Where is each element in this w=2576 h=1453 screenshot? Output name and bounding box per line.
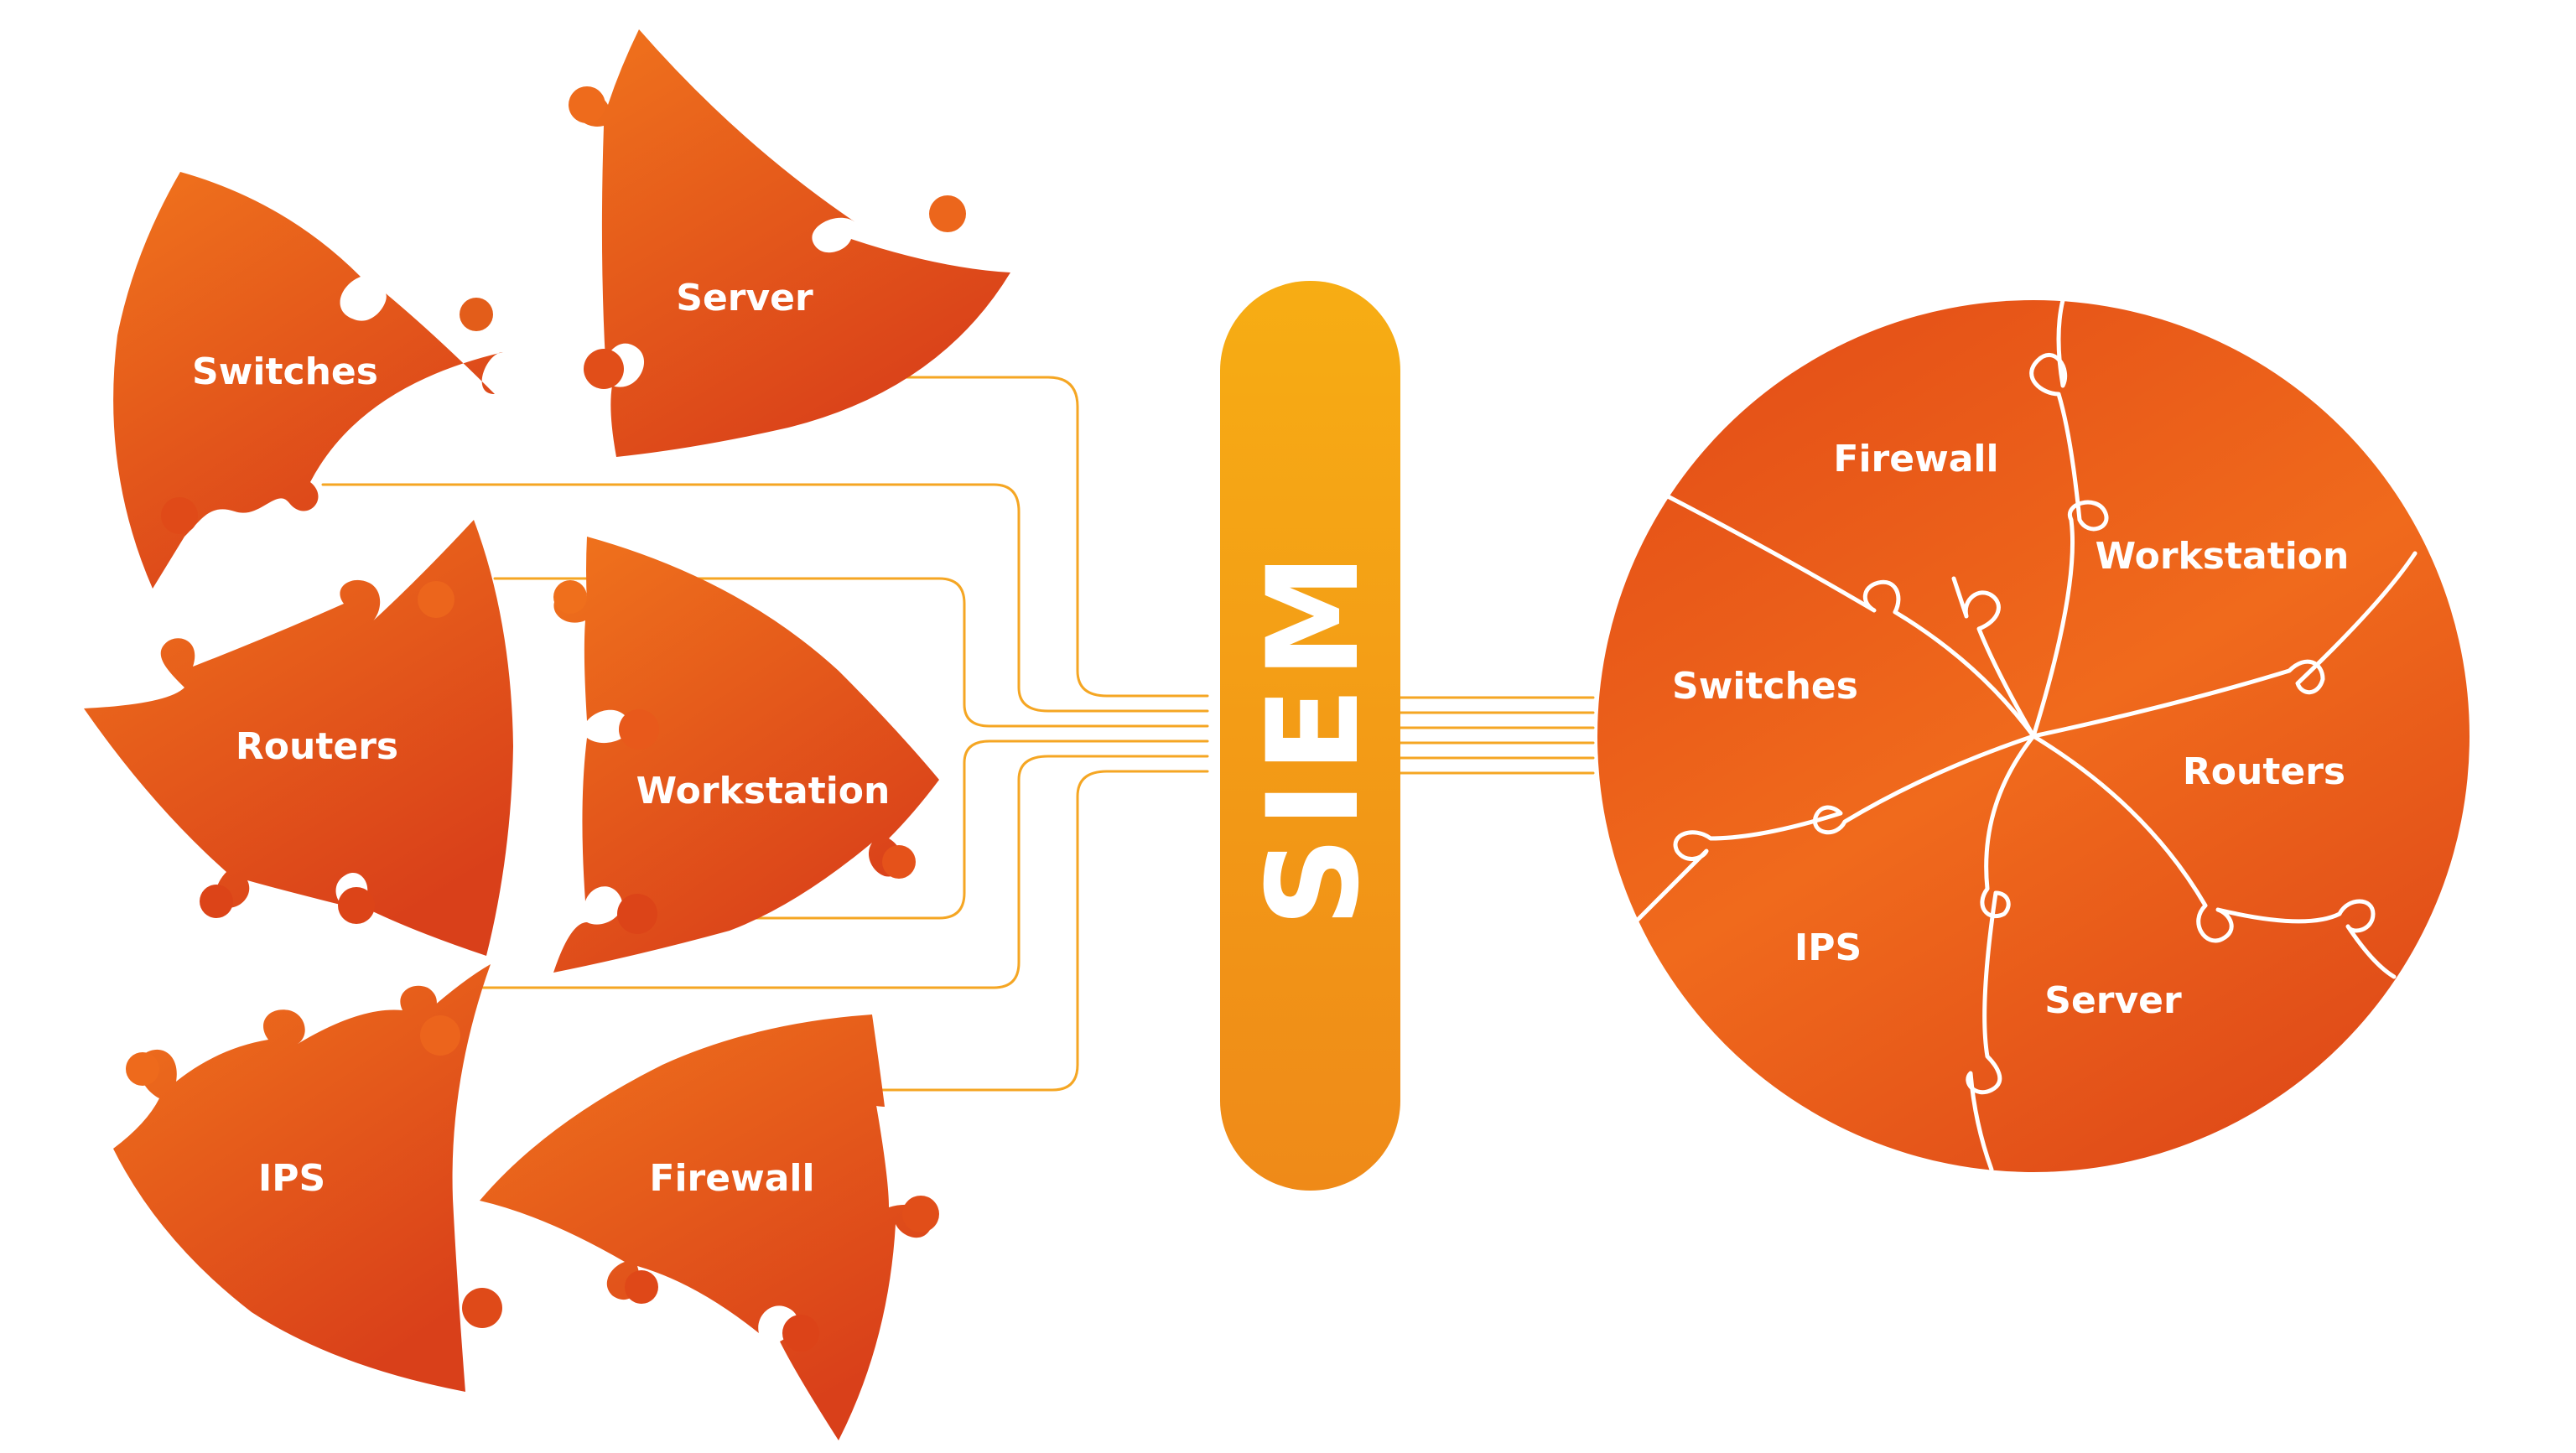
circle-firewall-label: Firewall xyxy=(1833,438,1998,480)
piece-workstation-label: Workstation xyxy=(636,770,891,812)
circle-switches-label: Switches xyxy=(1672,665,1858,708)
wire-routers xyxy=(493,577,1209,728)
siem-pill xyxy=(1220,281,1400,1191)
piece-switches: Switches xyxy=(113,172,503,589)
piece-ips-label: IPS xyxy=(258,1157,325,1200)
circle-routers-label: Routers xyxy=(2183,750,2345,793)
wire-server xyxy=(896,376,1209,698)
piece-routers-label: Routers xyxy=(236,725,398,768)
circle-seams xyxy=(1633,298,2418,1172)
piece-firewall: Firewall xyxy=(480,1015,939,1440)
circle-workstation-label: Workstation xyxy=(2096,535,2350,578)
wire-workstation xyxy=(711,739,1209,920)
wire-switches xyxy=(321,483,1209,713)
siem-label: SIEM xyxy=(1241,545,1387,927)
piece-workstation: Workstation xyxy=(553,537,939,973)
piece-server-label: Server xyxy=(676,277,813,319)
piece-firewall-label: Firewall xyxy=(649,1157,814,1200)
wire-firewall xyxy=(845,770,1209,1092)
piece-switches-label: Switches xyxy=(192,350,378,393)
circle-ips-label: IPS xyxy=(1794,926,1862,969)
assembled-circle: Firewall Workstation Switches Routers IP… xyxy=(1597,298,2470,1172)
scattered-pieces: Switches Server Routers Workstation xyxy=(84,29,1010,1440)
connector-lines xyxy=(321,376,1595,1092)
wire-ips xyxy=(468,755,1209,989)
piece-ips: IPS xyxy=(113,964,502,1392)
piece-server: Server xyxy=(569,29,1010,457)
piece-routers: Routers xyxy=(84,520,513,956)
circle-server-label: Server xyxy=(2044,979,2182,1022)
siem-hub: SIEM xyxy=(1220,281,1400,1191)
